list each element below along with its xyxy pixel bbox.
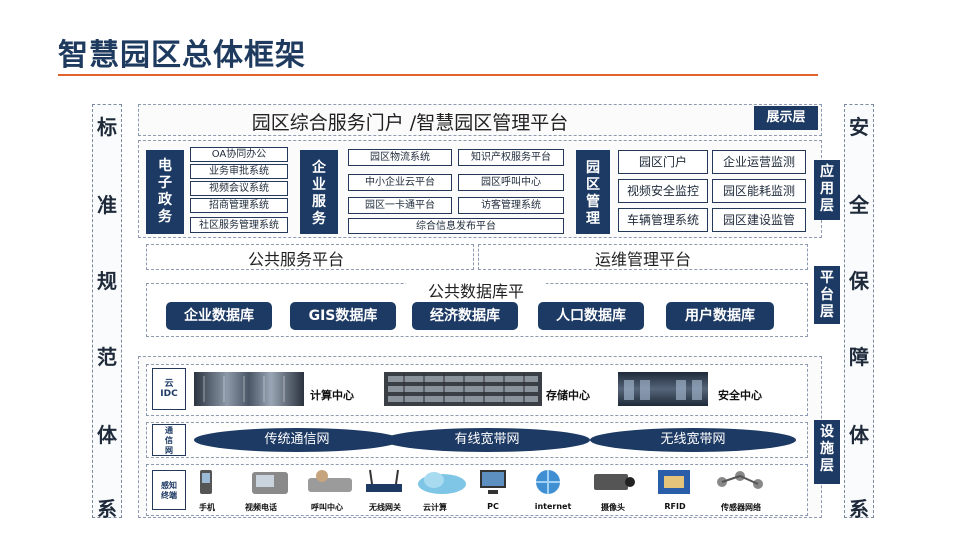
ops-band: [478, 244, 808, 270]
database-enterprise: 企业数据库: [166, 302, 272, 330]
cloud-computing-icon: [414, 468, 470, 496]
device-label: 无线网关: [369, 503, 401, 512]
database-title: 公共数据库平: [406, 278, 546, 302]
enterprise-item: 中小企业云平台: [348, 174, 452, 191]
park-category: 园区管理: [576, 150, 610, 234]
security-char: 保: [849, 269, 869, 293]
pc-icon: [470, 468, 526, 496]
page-title: 智慧园区总体框架: [58, 38, 306, 73]
security-center-image: [618, 372, 708, 406]
device-label: 摄像头: [601, 503, 625, 512]
network-tag: 通信网: [152, 424, 186, 456]
sensor-tag: 感知终端: [152, 470, 186, 510]
public-service-label: 公共服务平台: [247, 250, 344, 269]
egov-item: 招商管理系统: [190, 198, 288, 213]
portal-title: 园区综合服务门户 /智慧园区管理平台: [251, 112, 569, 134]
standards-char: 标: [97, 115, 117, 139]
egov-category: 电子政务: [146, 150, 184, 234]
compute-center-image: [194, 372, 304, 406]
park-item: 园区建设监管: [712, 208, 806, 232]
park-item: 视频安全监控: [618, 179, 708, 203]
display-layer-tag: 展示层: [754, 106, 818, 130]
network-traditional: 传统通信网: [194, 428, 400, 452]
database-population: 人口数据库: [538, 302, 644, 330]
standards-char: 准: [97, 193, 117, 217]
camera-icon: [590, 468, 646, 496]
device-label: 云计算: [423, 503, 447, 512]
sensor-network-icon: [712, 468, 768, 496]
security-char: 系: [849, 497, 869, 521]
compute-center-label: 计算中心: [310, 389, 354, 402]
network-wireless: 无线宽带网: [590, 428, 796, 452]
enterprise-item: 园区物流系统: [348, 149, 452, 166]
enterprise-item: 访客管理系统: [458, 197, 564, 214]
egov-item: 业务审批系统: [190, 164, 288, 179]
standards-char: 规: [97, 269, 117, 293]
network-wired: 有线宽带网: [384, 428, 590, 452]
standards-char: 系: [97, 497, 117, 521]
wireless-gateway-icon: [362, 468, 418, 496]
park-item: 企业运营监测: [712, 150, 806, 174]
device-label: 手机: [199, 503, 215, 512]
database-gis: GIS数据库: [290, 302, 396, 330]
standards-char: 范: [97, 345, 117, 369]
storage-center-label: 存储中心: [546, 389, 590, 402]
security-char: 全: [849, 193, 869, 217]
egov-item: 视频会议系统: [190, 181, 288, 196]
device-label: 视频电话: [245, 503, 277, 512]
standards-char: 体: [97, 423, 117, 447]
database-economy: 经济数据库: [412, 302, 518, 330]
park-item: 车辆管理系统: [618, 208, 708, 232]
enterprise-item: 综合信息发布平台: [348, 218, 564, 234]
security-center-label: 安全中心: [718, 389, 762, 402]
egov-item: OA协同办公: [190, 147, 288, 162]
enterprise-item: 知识产权服务平台: [458, 149, 564, 166]
device-label: RFID: [664, 502, 686, 511]
video-phone-icon: [244, 468, 300, 496]
device-label: PC: [487, 502, 499, 511]
security-char: 障: [849, 345, 869, 369]
portal-band: [138, 104, 822, 136]
park-item: 园区门户: [618, 150, 708, 174]
internet-icon: [526, 468, 582, 496]
mobile-phone-icon: [192, 468, 248, 496]
application-layer-tag: 应用层: [814, 160, 840, 220]
call-center-icon: [304, 468, 360, 496]
enterprise-item: 园区一卡通平台: [348, 197, 452, 214]
title-underline: [58, 74, 818, 76]
standards-column: 标 准 规 范 体 系: [92, 104, 122, 521]
rfid-icon: [654, 468, 710, 496]
device-label: 呼叫中心: [311, 503, 343, 512]
device-label: internet: [534, 502, 572, 511]
security-char: 安: [849, 115, 869, 139]
device-label: 传感器网络: [721, 503, 761, 512]
infra-layer-tag: 设施层: [814, 420, 840, 484]
security-column: 安 全 保 障 体 系: [844, 104, 874, 521]
ops-label: 运维管理平台: [594, 250, 691, 269]
public-service-band: [146, 244, 474, 270]
storage-center-image: [384, 372, 542, 406]
enterprise-category: 企业服务: [300, 150, 338, 234]
egov-item: 社区服务管理系统: [190, 217, 288, 233]
database-user: 用户数据库: [666, 302, 774, 330]
security-char: 体: [849, 423, 869, 447]
park-item: 园区能耗监测: [712, 179, 806, 203]
enterprise-item: 园区呼叫中心: [458, 174, 564, 191]
platform-layer-tag: 平台层: [814, 266, 840, 324]
